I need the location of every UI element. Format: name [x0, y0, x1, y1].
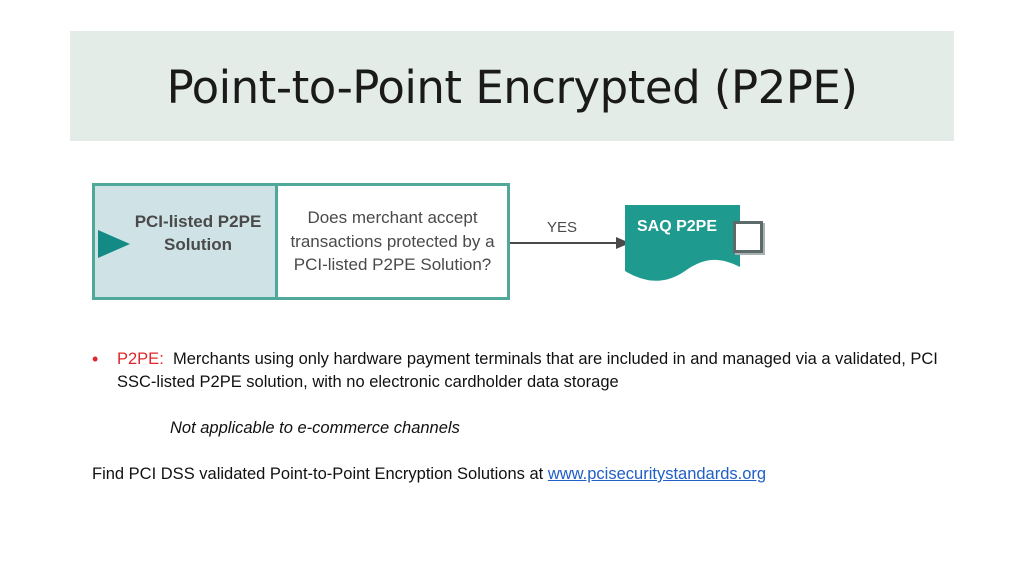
- checkbox-icon: [733, 221, 763, 253]
- arrow-right-icon: [510, 237, 630, 249]
- pci-listed-label: PCI-listed P2PE Solution: [134, 212, 262, 254]
- question-label: Does merchant accept transactions protec…: [290, 208, 495, 275]
- pci-listed-box: PCI-listed P2PE Solution: [92, 183, 278, 300]
- title-band: Point-to-Point Encrypted (P2PE): [70, 31, 954, 141]
- find-row: Find PCI DSS validated Point-to-Point En…: [92, 463, 952, 486]
- slide-title: Point-to-Point Encrypted (P2PE): [166, 60, 858, 114]
- slide-body: • P2PE: Merchants using only hardware pa…: [92, 348, 952, 486]
- bullet-item: • P2PE: Merchants using only hardware pa…: [92, 348, 952, 394]
- find-text: Find PCI DSS validated Point-to-Point En…: [92, 465, 544, 483]
- yes-label: YES: [547, 219, 578, 236]
- question-box: Does merchant accept transactions protec…: [278, 183, 510, 300]
- play-triangle-icon: [98, 230, 130, 258]
- bullet-dot-icon: •: [92, 349, 99, 369]
- flowchart: PCI-listed P2PE Solution Does merchant a…: [92, 183, 782, 303]
- bullet-text: Merchants using only hardware payment te…: [117, 350, 938, 391]
- pci-website-link[interactable]: www.pcisecuritystandards.org: [547, 465, 767, 483]
- saq-p2pe-label: SAQ P2PE: [636, 218, 718, 235]
- bullet-lead: P2PE:: [117, 350, 164, 368]
- document-shape-icon: [625, 205, 740, 281]
- note-text: Not applicable to e-commerce channels: [170, 419, 460, 437]
